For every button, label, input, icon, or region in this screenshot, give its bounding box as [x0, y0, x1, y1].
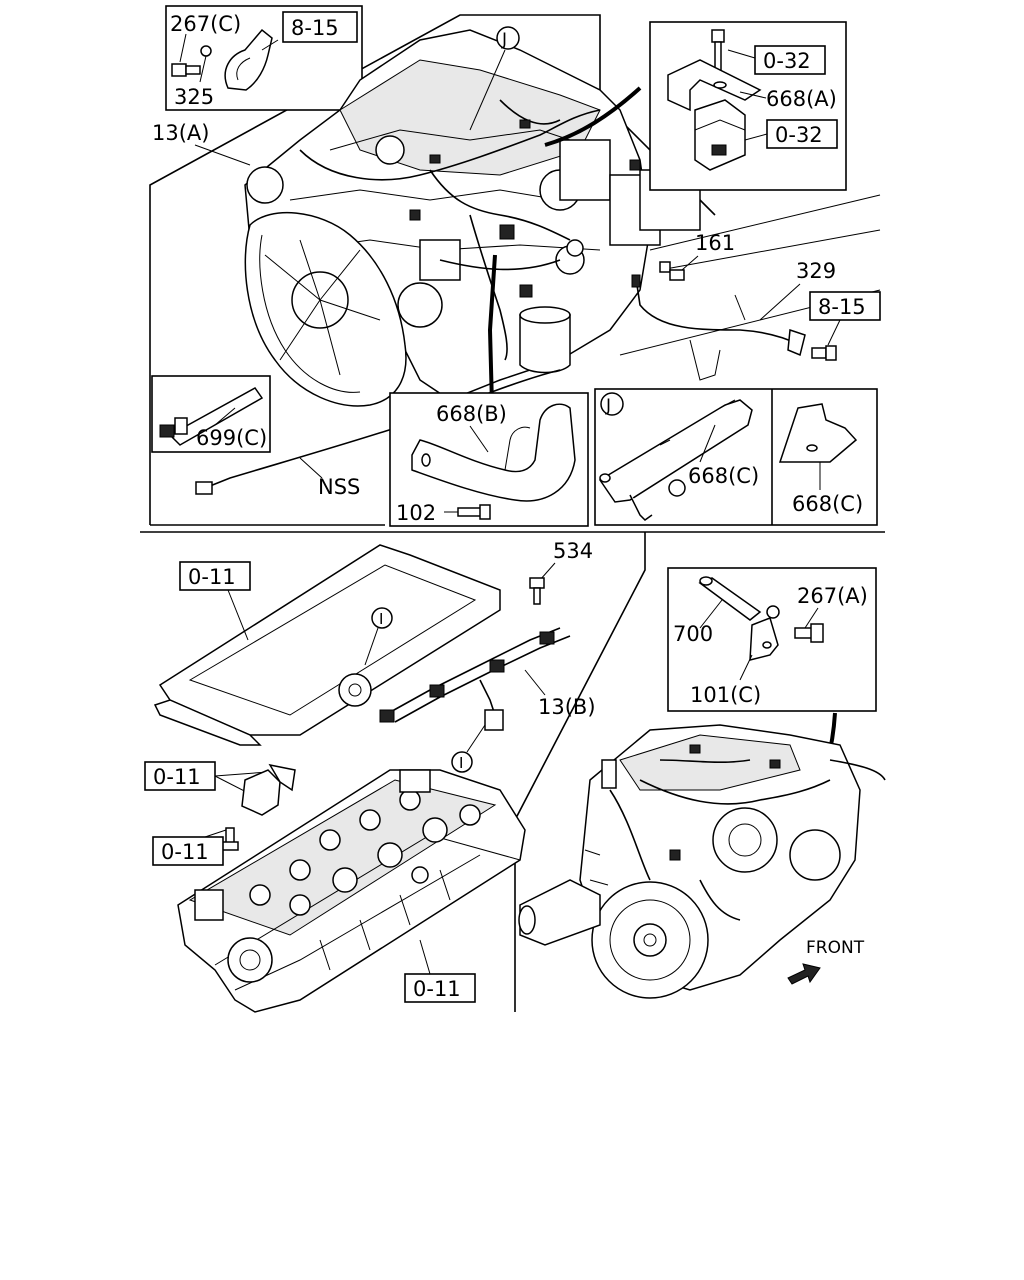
bolt-icon: [794, 623, 824, 643]
ref-0-32-b[interactable]: 0-32: [775, 123, 823, 147]
label-325: 325: [174, 85, 214, 109]
label-668c-2: 668(C): [792, 492, 863, 516]
inset-clip-bracket: 267(C) 8-15 325: [165, 5, 363, 111]
bolt-icon: [171, 63, 201, 77]
frame-rail: [619, 194, 881, 381]
label-102: 102: [396, 501, 436, 525]
label-699c: 699(C): [196, 426, 267, 450]
inset-668b: 668(B) 102: [389, 392, 589, 527]
label-534: 534: [553, 539, 593, 563]
label-668c-1: 668(C): [688, 464, 759, 488]
label-267a: 267(A): [797, 584, 868, 608]
inset-700: 700 267(A) 101(C): [667, 567, 877, 712]
ref-box-0-11-c[interactable]: [152, 836, 224, 866]
ref-box-8-15-a[interactable]: [282, 11, 358, 43]
ref-box-0-11-d[interactable]: [404, 973, 476, 1003]
label-267c: 267(C): [170, 12, 241, 36]
bolt-icon: [811, 345, 837, 361]
inset-699c: 699(C): [151, 375, 271, 453]
engine-assembly-top: [244, 29, 701, 407]
callout-j-top: [496, 26, 520, 50]
ref-8-15-b[interactable]: 8-15: [818, 295, 866, 319]
ref-box-0-32-a[interactable]: [754, 45, 826, 75]
sensor-icon: [241, 769, 281, 816]
ref-box-8-15-b[interactable]: [809, 291, 881, 321]
ref-box-0-11-b[interactable]: [144, 761, 216, 791]
front-arrow-icon: [787, 963, 821, 985]
bolt-icon: [221, 827, 239, 851]
injector-harness: [379, 627, 571, 731]
bolt-icon: [659, 261, 685, 281]
label-161: 161: [695, 231, 735, 255]
label-700: 700: [673, 622, 713, 646]
callout-j-inset: [600, 392, 624, 416]
label-329: 329: [796, 259, 836, 283]
mount-bracket: [694, 99, 746, 171]
label-668a: 668(A): [766, 87, 837, 111]
label-callout-i-harness: I: [459, 754, 463, 772]
label-callout-i-gasket: I: [379, 610, 383, 628]
bracket-668c-small: [778, 403, 858, 463]
label-13b: 13(B): [538, 695, 596, 719]
washer-icon: [200, 45, 212, 57]
ref-box-0-32-b[interactable]: [766, 119, 838, 149]
label-101c: 101(C): [690, 683, 761, 707]
lower-divider: [514, 532, 646, 1012]
ground-cable: [636, 284, 801, 346]
ref-0-32-a[interactable]: 0-32: [763, 49, 811, 73]
inset-668c: J 668(C) 668(C): [594, 388, 878, 526]
ref-box-0-11-a[interactable]: [179, 561, 251, 591]
callout-i-gasket: [371, 607, 393, 629]
bracket-668b: [411, 403, 576, 502]
inset-668a: 0-32 668(A) 0-32: [649, 21, 847, 191]
cooling-fan: [244, 212, 407, 407]
label-13a: 13(A): [152, 121, 209, 145]
label-callout-j-top: J: [501, 30, 507, 50]
gasket: [153, 544, 501, 746]
callout-i-harness: [451, 751, 473, 773]
label-nss: NSS: [318, 475, 360, 499]
label-668b: 668(B): [436, 402, 507, 426]
label-front: FRONT: [806, 938, 865, 958]
engine-assembly-bottom: [518, 724, 886, 999]
ref-0-11-a[interactable]: 0-11: [188, 565, 236, 589]
bracket-101c: [749, 617, 779, 661]
label-callout-j-inset: J: [605, 396, 611, 416]
ref-0-11-b[interactable]: 0-11: [153, 765, 201, 789]
ref-8-15-a[interactable]: 8-15: [291, 16, 339, 40]
bolt-icon: [529, 577, 545, 605]
cylinder-head: [177, 769, 526, 1013]
ref-0-11-c[interactable]: 0-11: [161, 840, 209, 864]
ref-0-11-d[interactable]: 0-11: [413, 977, 461, 1001]
